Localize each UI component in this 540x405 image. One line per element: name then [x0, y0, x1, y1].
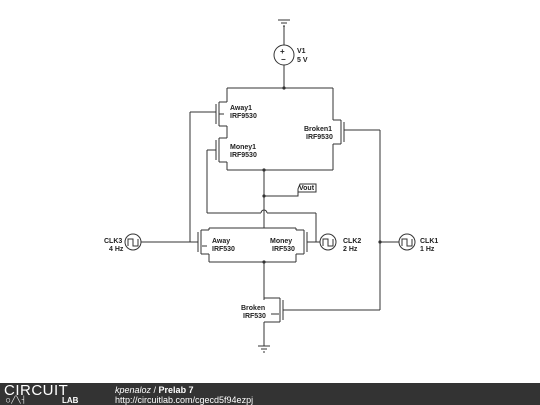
clk2-freq: 2 Hz [343, 246, 358, 253]
voltage-source-v1[interactable]: + − [273, 44, 295, 66]
nmos-money[interactable] [295, 228, 320, 262]
money-name: Money [270, 238, 292, 245]
clock-source-clk3[interactable] [124, 233, 142, 251]
project-title-line: kpenaloz / Prelab 7 [115, 385, 194, 395]
circuitlab-logo[interactable]: CIRCUIT [4, 382, 69, 399]
logo-circuit-glyph-icon: ○╱╲┤ [6, 396, 27, 404]
money1-part: IRF9530 [230, 152, 257, 159]
away1-name: Away1 [230, 105, 252, 112]
pmos-broken1[interactable] [332, 119, 380, 170]
v1-value: 5 V [297, 57, 308, 64]
title-separator: / [151, 385, 159, 395]
away-name: Away [212, 238, 230, 245]
away1-part: IRF9530 [230, 113, 257, 120]
broken1-part: IRF9530 [306, 134, 333, 141]
clk3-freq: 4 Hz [109, 246, 124, 253]
broken-part: IRF530 [243, 313, 266, 320]
clk1-freq: 1 Hz [420, 246, 435, 253]
vout-label: Vout [299, 185, 315, 192]
clk1-name: CLK1 [420, 238, 438, 245]
pmos-away1[interactable] [190, 101, 228, 138]
ground-symbol-bottom [258, 345, 270, 353]
broken1-name: Broken1 [304, 126, 332, 133]
author-name[interactable]: kpenaloz [115, 385, 152, 395]
nmos-broken[interactable] [263, 297, 284, 346]
vout-tag [264, 183, 317, 197]
money1-name: Money1 [230, 144, 256, 151]
project-url[interactable]: http://circuitlab.com/cgecd5f94ezpj [115, 395, 254, 405]
clk2-name: CLK2 [343, 238, 361, 245]
money-part: IRF530 [272, 246, 295, 253]
footer-bar: CIRCUIT ○╱╲┤ LAB kpenaloz / Prelab 7 htt… [0, 383, 540, 405]
v1-name: V1 [297, 48, 306, 55]
clk3-name: CLK3 [104, 238, 122, 245]
ground-symbol-top [278, 19, 290, 45]
pmos-money1[interactable] [207, 137, 228, 170]
nmos-away[interactable] [197, 228, 210, 262]
broken-name: Broken [241, 305, 265, 312]
circuit-schematic: + − V1 5 V Away1 IRF9530 Money1 IRF9530 [104, 19, 438, 353]
project-title[interactable]: Prelab 7 [158, 385, 194, 395]
logo-lab-text: LAB [62, 396, 79, 405]
clock-source-clk2[interactable] [319, 233, 337, 251]
clock-source-clk1[interactable] [398, 233, 416, 251]
svg-text:+: + [280, 47, 285, 56]
svg-text:−: − [281, 55, 286, 64]
away-part: IRF530 [212, 246, 235, 253]
